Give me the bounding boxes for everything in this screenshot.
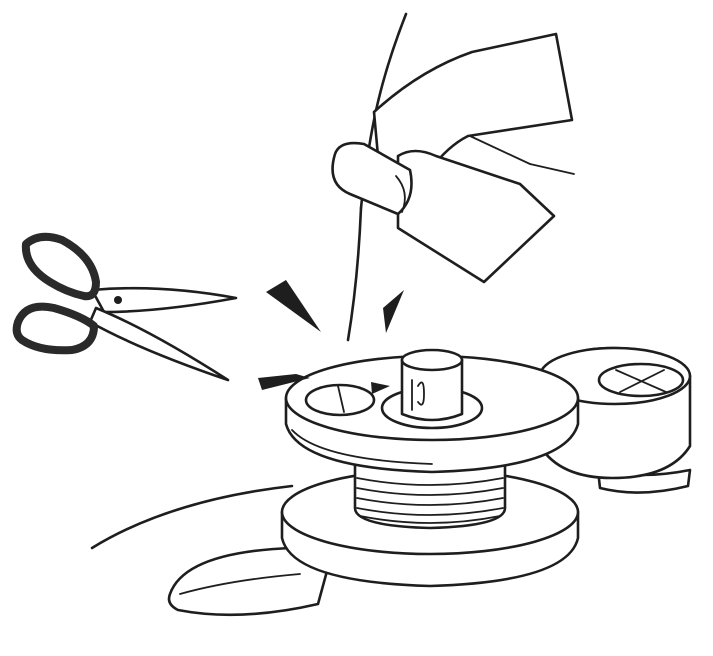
- thread-strand: [348, 208, 361, 340]
- flange-hole: [306, 385, 374, 415]
- scissors-icon: [17, 237, 236, 380]
- bobbin: [282, 350, 578, 586]
- hand-icon: [333, 14, 574, 282]
